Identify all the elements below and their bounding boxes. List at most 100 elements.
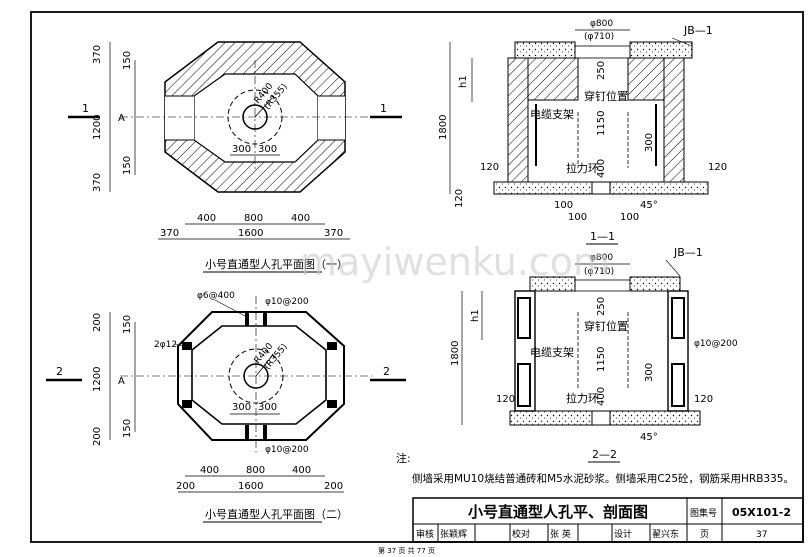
title-block: 小号直通型人孔平、剖面图 图集号 05X101-2 审核 张颖辉 校对 张 英 … — [412, 497, 804, 543]
plan2-wall-inner — [191, 325, 327, 425]
section2-diam: φ800 — [590, 253, 613, 263]
plan2-wall-outer — [177, 311, 345, 441]
section1-dim-120-left: 120 — [480, 162, 499, 173]
section2-angle: 45° — [640, 432, 658, 443]
section2-diam-paren: (φ710) — [584, 267, 614, 277]
footer-page: 第 37 页 共 77 页 — [378, 546, 435, 555]
design-label: 设计 — [614, 528, 632, 540]
check-name: 张 英 — [550, 528, 571, 540]
plan2-dim-inner-bottom: 150 — [122, 419, 133, 438]
section1-diam-paren: (φ710) — [584, 32, 614, 42]
section1-dim-400: 400 — [596, 159, 607, 178]
plan1-dim-top-c: 400 — [291, 213, 310, 224]
section2-label-bracket: 电缆支架 — [530, 346, 574, 359]
section2-dim-120-left: 120 — [496, 394, 515, 405]
section1-dim-100a: 100 — [554, 200, 573, 211]
plan1-dim-center-b: 300 — [258, 144, 277, 155]
plan2-rebar-top-left: φ6@400 — [197, 291, 235, 301]
plan2-rebar-top: φ10@200 — [265, 297, 309, 307]
section1-dim-100b: 100 — [568, 212, 587, 223]
section2-jb: JB—1 — [673, 246, 703, 259]
section2-caption: 2—2 — [592, 448, 617, 461]
section2-dim-120-right: 120 — [694, 394, 713, 405]
plan1-dim-inner-top: 150 — [122, 51, 133, 70]
page-value: 37 — [756, 530, 767, 540]
plan1-dim-bottom-b: 1600 — [238, 228, 263, 239]
section2-label-ring: 拉力环 — [566, 391, 599, 405]
plan1-dim-left-bottom: 370 — [92, 173, 103, 192]
section1-dim-120-base: 120 — [454, 189, 465, 208]
section2-rebar: φ10@200 — [694, 339, 738, 349]
plan2-rebar-left: 2φ12 — [154, 340, 177, 350]
section1-dim-300: 300 — [644, 133, 655, 152]
plan2-dim-top-c: 400 — [292, 465, 311, 476]
section1-jb: JB—1 — [683, 24, 713, 37]
plan2-caption: 小号直通型人孔平面图（二） — [205, 507, 348, 521]
section1-dim-1150: 1150 — [596, 111, 607, 136]
section1-cover-left — [514, 41, 576, 59]
review-label: 审核 — [416, 528, 434, 540]
plan2-dim-top-a: 400 — [200, 465, 219, 476]
page-label: 页 — [700, 529, 709, 540]
set-label: 图集号 — [690, 507, 717, 519]
plan1-dim-inner-bottom: 150 — [122, 156, 133, 175]
design-name: 翟兴东 — [652, 528, 679, 540]
section1-caption: 1—1 — [590, 230, 615, 243]
section1-height: 1800 — [438, 115, 449, 140]
plan2-dim-total: 1600 — [238, 481, 263, 492]
plan1-dim-left-top: 370 — [92, 45, 103, 64]
section1-wall-right — [663, 57, 685, 183]
note-text: 侧墙采用MU10烧结普通砖和M5水泥砂浆。侧墙采用C25砼，钢筋采用HRB335… — [412, 472, 794, 485]
drawing-title: 小号直通型人孔平、剖面图 — [468, 503, 648, 521]
section1-dim-100c: 100 — [620, 212, 639, 223]
section2-height: 1800 — [450, 341, 461, 366]
plan1-dim-center-a: 300 — [232, 144, 251, 155]
plan2-label-a: A — [118, 376, 125, 387]
section1-label-nail: 穿钉位置 — [584, 89, 628, 103]
plan1-dim-top-b: 800 — [244, 213, 263, 224]
plan2-dim-inner-top: 150 — [122, 315, 133, 334]
plan-1: R400 (R355) 300 300 1 1 370 1200 370 150… — [68, 41, 402, 273]
section2-h1: h1 — [470, 309, 481, 322]
note-title: 注: — [396, 451, 411, 465]
plan2-dim-center-b: 300 — [258, 402, 277, 413]
plan2-dim-left-bottom: 200 — [92, 427, 103, 446]
plan1-section-mark-left: 1 — [82, 102, 89, 115]
plan1-dim-bottom-c: 370 — [324, 228, 343, 239]
section2-dim-250: 250 — [596, 297, 607, 316]
check-label: 校对 — [512, 528, 530, 540]
section1-label-bracket: 电缆支架 — [530, 108, 574, 121]
section2-dim-400: 400 — [596, 387, 607, 406]
section1-cover-right — [629, 41, 693, 59]
plan1-label-a: A — [118, 113, 125, 124]
section2-label-nail: 穿钉位置 — [584, 319, 628, 333]
plan2-dim-top-b: 800 — [246, 465, 265, 476]
section2-cover-right — [629, 276, 681, 292]
section-2: φ800 (φ710) JB—1 h1 1800 250 1150 400 30… — [450, 246, 738, 463]
section1-wall-left — [507, 57, 529, 183]
plan1-section-mark-right: 1 — [380, 102, 387, 115]
plan2-dim-left-mid: 1200 — [92, 367, 103, 392]
plan2-section-mark-right: 2 — [383, 365, 390, 378]
section2-dim-300: 300 — [644, 363, 655, 382]
plan2-rebar-bottom: φ10@200 — [265, 445, 309, 455]
plan1-caption: 小号直通型人孔平面图（一） — [205, 257, 348, 271]
plan2-dim-left-top: 200 — [92, 313, 103, 332]
plan2-dim-edge-right: 200 — [324, 481, 343, 492]
watermark: mayiwenku.com — [300, 240, 610, 284]
plan2-dim-center-a: 300 — [232, 402, 251, 413]
section1-diam: φ800 — [590, 19, 613, 29]
section1-dim-250: 250 — [596, 61, 607, 80]
section-1: φ800 (φ710) JB—1 h1 1800 250 1150 400 30… — [438, 19, 727, 245]
plan1-dim-left-mid: 1200 — [92, 115, 103, 140]
plan2-section-mark-left: 2 — [56, 365, 63, 378]
section2-dim-1150: 1150 — [596, 347, 607, 372]
plan1-dim-bottom-a: 370 — [160, 228, 179, 239]
plan1-dim-top-a: 400 — [197, 213, 216, 224]
review-name: 张颖辉 — [440, 528, 467, 540]
section1-h1: h1 — [458, 75, 469, 88]
section1-dim-120-right: 120 — [708, 162, 727, 173]
section1-label-ring: 拉力环 — [566, 161, 599, 175]
section1-angle: 45° — [640, 200, 658, 211]
